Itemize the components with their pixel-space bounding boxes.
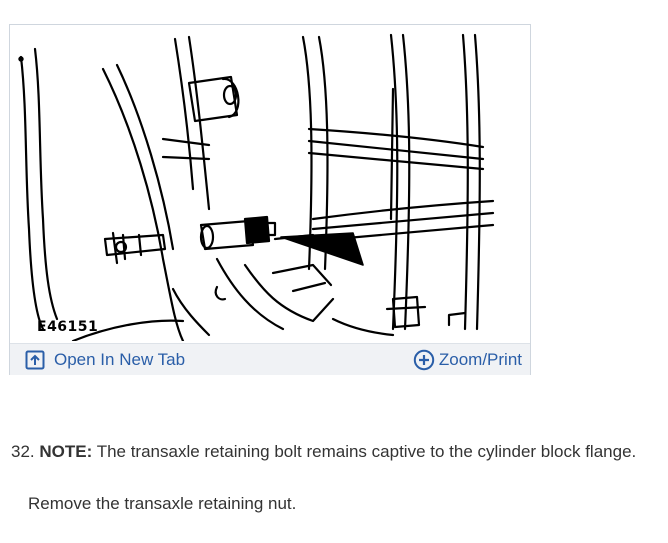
step-number: 32. [11, 442, 35, 461]
figure-card: E46151 Open In New Tab Zoom/Print [9, 24, 531, 375]
figure-code-label: E46151 [37, 319, 99, 335]
figure-toolbar: Open In New Tab Zoom/Print [10, 343, 530, 375]
step-note: 32. NOTE: The transaxle retaining bolt r… [11, 442, 636, 462]
open-in-new-tab-label: Open In New Tab [54, 349, 186, 369]
open-in-new-tab-link[interactable]: Open In New Tab [24, 344, 185, 375]
technical-diagram[interactable]: E46151 [13, 29, 527, 341]
diagram-drawing [18, 33, 495, 341]
zoom-print-label: Zoom/Print [438, 349, 522, 369]
open-new-tab-icon [24, 349, 46, 371]
zoom-print-link[interactable]: Zoom/Print [413, 344, 522, 375]
zoom-plus-icon [413, 349, 435, 371]
step-instruction: Remove the transaxle retaining nut. [28, 494, 297, 513]
note-label: NOTE: [39, 442, 93, 461]
note-text: The transaxle retaining bolt remains cap… [96, 442, 637, 461]
